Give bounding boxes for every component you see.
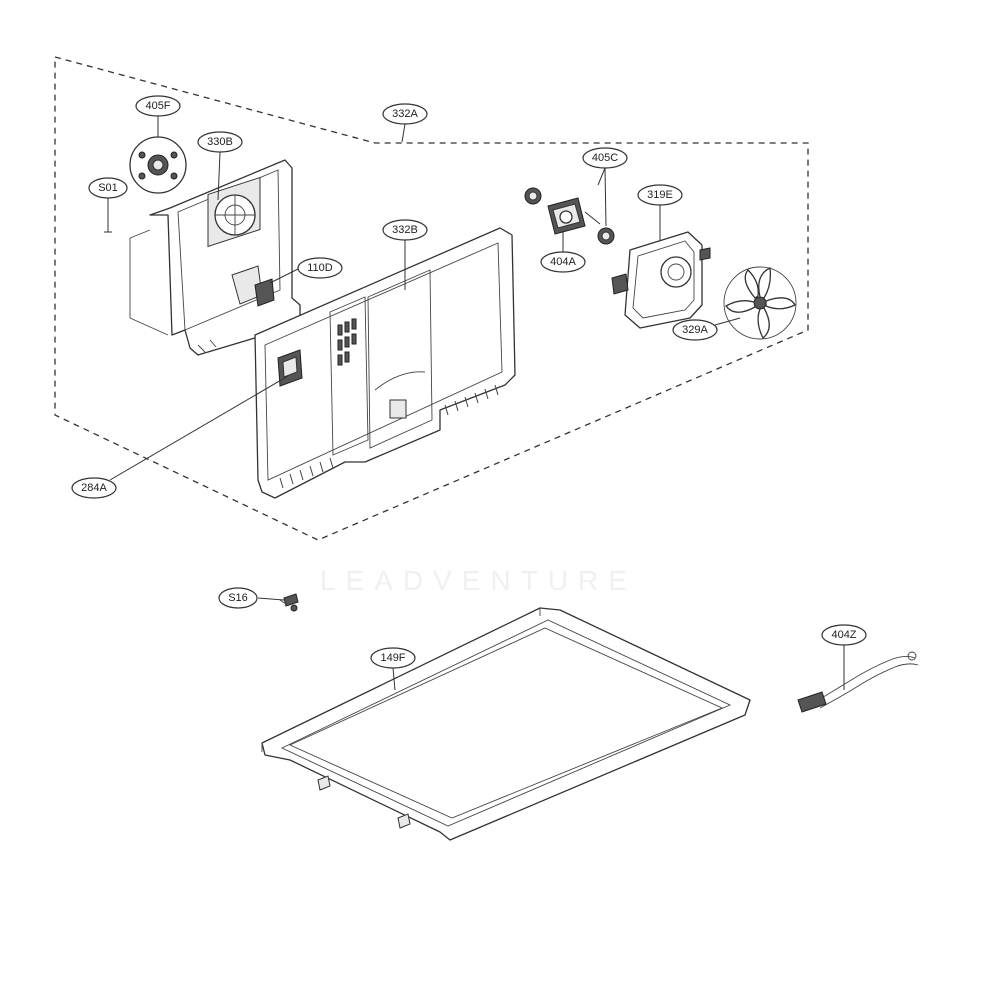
part-404a-motor: [547, 197, 601, 235]
bottom-ribs: [279, 384, 499, 489]
svg-text:S16: S16: [228, 592, 248, 604]
part-s16-screw: [279, 593, 299, 612]
svg-text:149F: 149F: [380, 652, 405, 664]
svg-text:332A: 332A: [392, 108, 418, 120]
part-332b-cover: [254, 227, 516, 499]
callout-s01: S01: [88, 177, 128, 199]
svg-text:284A: 284A: [81, 482, 107, 494]
svg-text:110D: 110D: [307, 262, 333, 274]
callout-332b: 332B: [382, 219, 428, 241]
part-319e-shroud: [611, 231, 711, 329]
callout-405f: 405F: [135, 95, 181, 117]
part-405c-grommets: [524, 187, 615, 245]
svg-text:S01: S01: [98, 182, 118, 194]
assembly-boundary: [54, 56, 809, 541]
part-404z-harness: [797, 651, 919, 713]
part-329a-fan-blade: [723, 266, 797, 340]
part-149f-shelf: [261, 607, 751, 841]
callout-329a: 329A: [672, 319, 718, 341]
svg-text:332B: 332B: [392, 224, 418, 236]
vent-slots: [337, 318, 357, 366]
svg-text:404Z: 404Z: [831, 629, 856, 641]
callout-319e: 319E: [637, 184, 683, 206]
svg-text:329A: 329A: [682, 324, 708, 336]
watermark: LEADVENTURE: [320, 565, 637, 596]
svg-text:405F: 405F: [145, 100, 170, 112]
callout-405c: 405C: [582, 147, 628, 169]
callout-284a: 284A: [71, 477, 117, 499]
part-330b-fan-housing: [129, 159, 301, 356]
callout-110d: 110D: [297, 257, 343, 279]
leader-lines: [104, 116, 845, 691]
callout-404a: 404A: [540, 251, 586, 273]
svg-text:404A: 404A: [550, 256, 576, 268]
svg-text:330B: 330B: [207, 136, 233, 148]
callout-330b: 330B: [197, 131, 243, 153]
callout-332a: 332A: [382, 103, 428, 125]
callout-s16: S16: [218, 587, 258, 609]
part-405f-gasket: [129, 136, 187, 194]
svg-text:405C: 405C: [592, 152, 618, 164]
part-284a-sensor: [277, 349, 303, 387]
svg-text:319E: 319E: [647, 189, 673, 201]
callout-404z: 404Z: [821, 624, 867, 646]
callout-149f: 149F: [370, 647, 416, 669]
